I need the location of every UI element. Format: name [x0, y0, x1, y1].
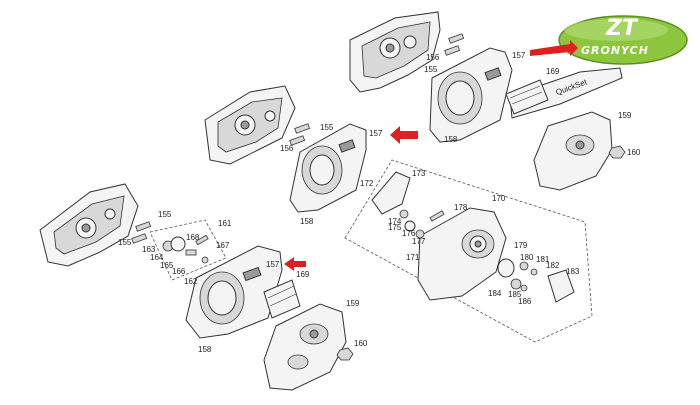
label-e182: 182: [546, 261, 560, 270]
label-b156: 156: [280, 144, 294, 153]
quickset-assembly-box: [344, 159, 593, 343]
label-c168: 168: [186, 233, 200, 242]
label-a160: 160: [627, 148, 641, 157]
small-parts-174-178: [399, 209, 445, 239]
nut-160-group-1: [608, 145, 626, 159]
label-e176: 176: [402, 229, 416, 238]
part-labels: 155 156 157 158 169 159 160 155 156 157 …: [118, 51, 641, 354]
bolts-155-group-2: [289, 123, 311, 146]
chainsaw-body-1: [349, 11, 441, 93]
label-e181: 181: [536, 255, 550, 264]
label-c163: 163: [142, 245, 156, 254]
sprocket-cover-159-group-1: [533, 111, 613, 191]
label-d157: 157: [266, 260, 280, 269]
label-c155b: 155: [118, 238, 132, 247]
label-c161: 161: [218, 219, 232, 228]
label-e180: 180: [520, 253, 534, 262]
label-c167: 167: [216, 241, 230, 250]
label-e178: 178: [454, 203, 468, 212]
plate-169-group-1: [505, 79, 549, 115]
label-e175: 175: [388, 223, 402, 232]
red-arrow-3: [284, 257, 306, 271]
red-arrow-2: [390, 126, 418, 144]
red-arrow-1: [530, 40, 578, 56]
housing-170: [417, 207, 507, 301]
bolts-155-group-1: [444, 33, 465, 56]
label-c164: 164: [150, 253, 164, 262]
label-d169: 169: [296, 270, 310, 279]
label-a156: 156: [426, 53, 440, 62]
side-cover-157-group-3: [185, 245, 283, 339]
label-e185: 185: [508, 290, 522, 299]
label-b155: 155: [320, 123, 334, 132]
sprocket-cover-159-group-2: [263, 303, 347, 391]
label-a169: 169: [546, 67, 560, 76]
plate-169-group-2: [263, 279, 301, 319]
label-e184: 184: [488, 289, 502, 298]
chainsaw-body-2: [204, 85, 296, 165]
label-a159: 159: [618, 111, 632, 120]
label-e186: 186: [518, 297, 532, 306]
label-b158: 158: [300, 217, 314, 226]
label-e171: 171: [406, 253, 420, 262]
logo-highlight: [564, 19, 668, 41]
label-b157: 157: [369, 129, 383, 138]
side-cover-157-group-1: [429, 47, 513, 143]
label-c155: 155: [158, 210, 172, 219]
label-c166: 166: [172, 267, 186, 276]
label-e183: 183: [566, 267, 580, 276]
logo-subtitle: GRONYCH: [581, 44, 649, 57]
bolts-155-group-3: [131, 221, 152, 244]
chain-guide-bar: QuickSet: [509, 67, 623, 119]
nut-160-group-2: [336, 347, 354, 361]
label-a158: 158: [444, 135, 458, 144]
small-parts-179-186: [497, 258, 575, 303]
label-e172: 172: [360, 179, 374, 188]
label-d160: 160: [354, 339, 368, 348]
label-e174: 174: [388, 217, 402, 226]
bracket-173: [371, 171, 411, 215]
label-e170: 170: [492, 194, 506, 203]
label-d159: 159: [346, 299, 360, 308]
label-e179: 179: [514, 241, 528, 250]
label-e177: 177: [412, 237, 426, 246]
logo-title: ZT: [605, 16, 639, 41]
chainsaw-body-3: [39, 183, 139, 267]
label-d158: 158: [198, 345, 212, 354]
label-e173: 173: [412, 169, 426, 178]
tensioner-kit-box: [149, 219, 227, 281]
label-c162: 162: [184, 277, 198, 286]
label-a155: 155: [424, 65, 438, 74]
brand-logo: ZT GRONYCH: [558, 15, 688, 65]
label-c165: 165: [160, 261, 174, 270]
label-a157: 157: [512, 51, 526, 60]
side-cover-157-group-2: [289, 123, 367, 213]
